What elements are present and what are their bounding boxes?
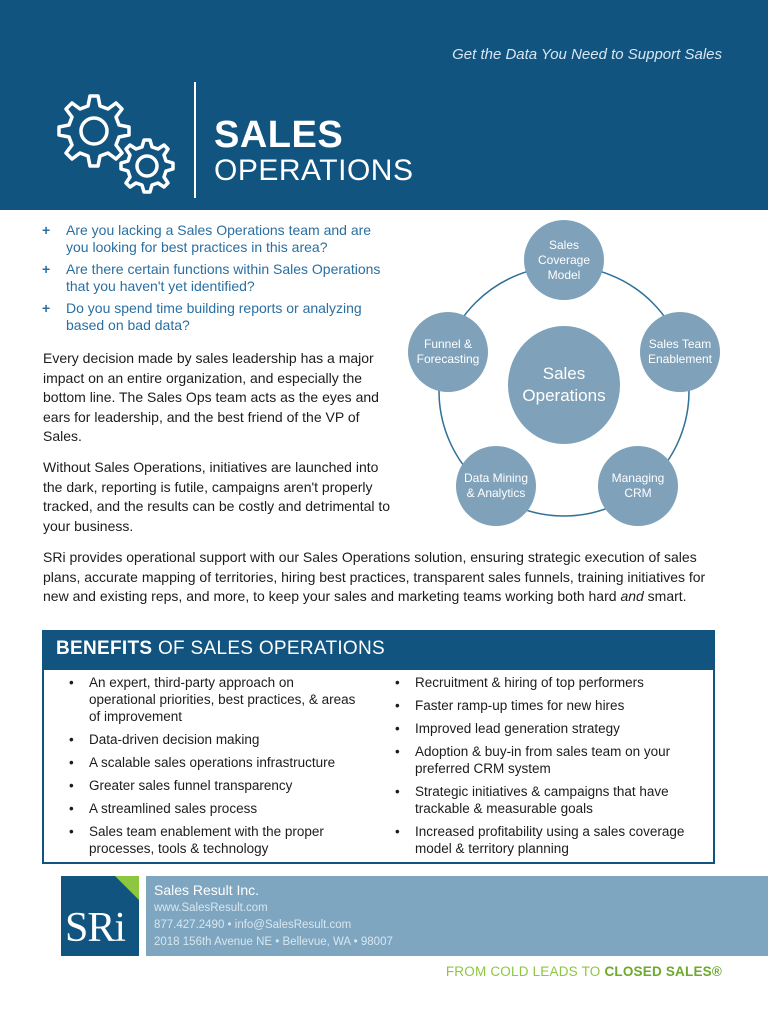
solution-paragraph: SRi provides operational support with ou… <box>43 548 733 607</box>
solution-end: smart. <box>643 588 687 604</box>
benefit-item: Improved lead generation strategy <box>390 720 710 737</box>
question-item: + Do you spend time building reports or a… <box>42 300 392 334</box>
benefits-title-rest: OF SALES OPERATIONS <box>152 638 386 659</box>
benefit-item: A streamlined sales process <box>64 800 364 817</box>
benefits-header: BENEFITS OF SALES OPERATIONS <box>42 630 715 670</box>
benefit-item: Increased profitability using a sales co… <box>390 823 710 857</box>
diagram-node-left: Funnel & Forecasting <box>408 312 488 392</box>
benefit-item: Sales team enablement with the proper pr… <box>64 823 364 857</box>
question-text: Do you spend time building reports or an… <box>66 300 362 333</box>
benefit-item: Faster ramp-up times for new hires <box>390 697 710 714</box>
benefits-box: An expert, third-party approach on opera… <box>42 670 715 864</box>
benefit-item: Strategic initiatives & campaigns that h… <box>390 783 710 817</box>
question-item: + Are there certain functions within Sale… <box>42 261 392 295</box>
without-paragraph: Without Sales Operations, initiatives ar… <box>43 459 391 534</box>
plus-icon: + <box>42 222 51 238</box>
footer-contact-band <box>146 876 768 956</box>
header-divider <box>194 82 196 198</box>
benefits-list-left: An expert, third-party approach on opera… <box>64 674 364 863</box>
logo-text: SRi <box>65 905 126 951</box>
website-link[interactable]: www.SalesResult.com <box>154 902 268 914</box>
benefit-item: A scalable sales operations infrastructu… <box>64 754 364 771</box>
page-title-line1: SALES <box>214 114 344 156</box>
question-text: Are there certain functions within Sales… <box>66 261 381 294</box>
page-title-line2: OPERATIONS <box>214 154 414 187</box>
plus-icon: + <box>42 261 51 277</box>
diagram-node-right: Sales Team Enablement <box>640 312 720 392</box>
diagram-center-node: Sales Operations <box>508 326 620 444</box>
benefits-title: BENEFITS OF SALES OPERATIONS <box>56 638 385 660</box>
question-item: + Are you lacking a Sales Operations team… <box>42 222 392 256</box>
benefit-item: Greater sales funnel transparency <box>64 777 364 794</box>
slogan-bold: CLOSED SALES® <box>604 964 722 979</box>
slogan-plain: FROM COLD LEADS TO <box>445 964 605 979</box>
slogan: FROM COLD LEADS TO CLOSED SALES® <box>446 964 722 979</box>
logo-corner-triangle <box>115 876 139 900</box>
company-name: Sales Result Inc. <box>154 882 260 898</box>
question-list: + Are you lacking a Sales Operations team… <box>42 222 392 339</box>
benefits-title-bold: BENEFITS <box>56 638 153 659</box>
benefit-item: Adoption & buy-in from sales team on you… <box>390 743 710 777</box>
benefit-item: An expert, third-party approach on opera… <box>64 674 364 725</box>
gears-icon <box>57 94 175 194</box>
sales-operations-diagram: Sales Operations Sales Coverage Model Sa… <box>400 212 768 532</box>
diagram-node-bottom-right: Managing CRM <box>598 446 678 526</box>
solution-text: SRi provides operational support with ou… <box>43 549 706 604</box>
benefit-item: Recruitment & hiring of top performers <box>390 674 710 691</box>
question-text: Are you lacking a Sales Operations team … <box>66 222 372 255</box>
tagline: Get the Data You Need to Support Sales <box>452 46 722 63</box>
intro-paragraph: Every decision made by sales leadership … <box>43 350 379 444</box>
address: 2018 156th Avenue NE • Bellevue, WA • 98… <box>154 936 393 948</box>
solution-emphasis: and <box>620 588 644 604</box>
phone-email[interactable]: 877.427.2490 • info@SalesResult.com <box>154 919 352 931</box>
plus-icon: + <box>42 300 51 316</box>
diagram-node-bottom-left: Data Mining & Analytics <box>456 446 536 526</box>
benefits-list-right: Recruitment & hiring of top performers F… <box>390 674 710 863</box>
header-banner: Get the Data You Need to Support Sales S… <box>0 0 768 210</box>
benefit-item: Data-driven decision making <box>64 731 364 748</box>
sri-logo: SRi <box>61 876 139 956</box>
diagram-node-top: Sales Coverage Model <box>524 220 604 300</box>
